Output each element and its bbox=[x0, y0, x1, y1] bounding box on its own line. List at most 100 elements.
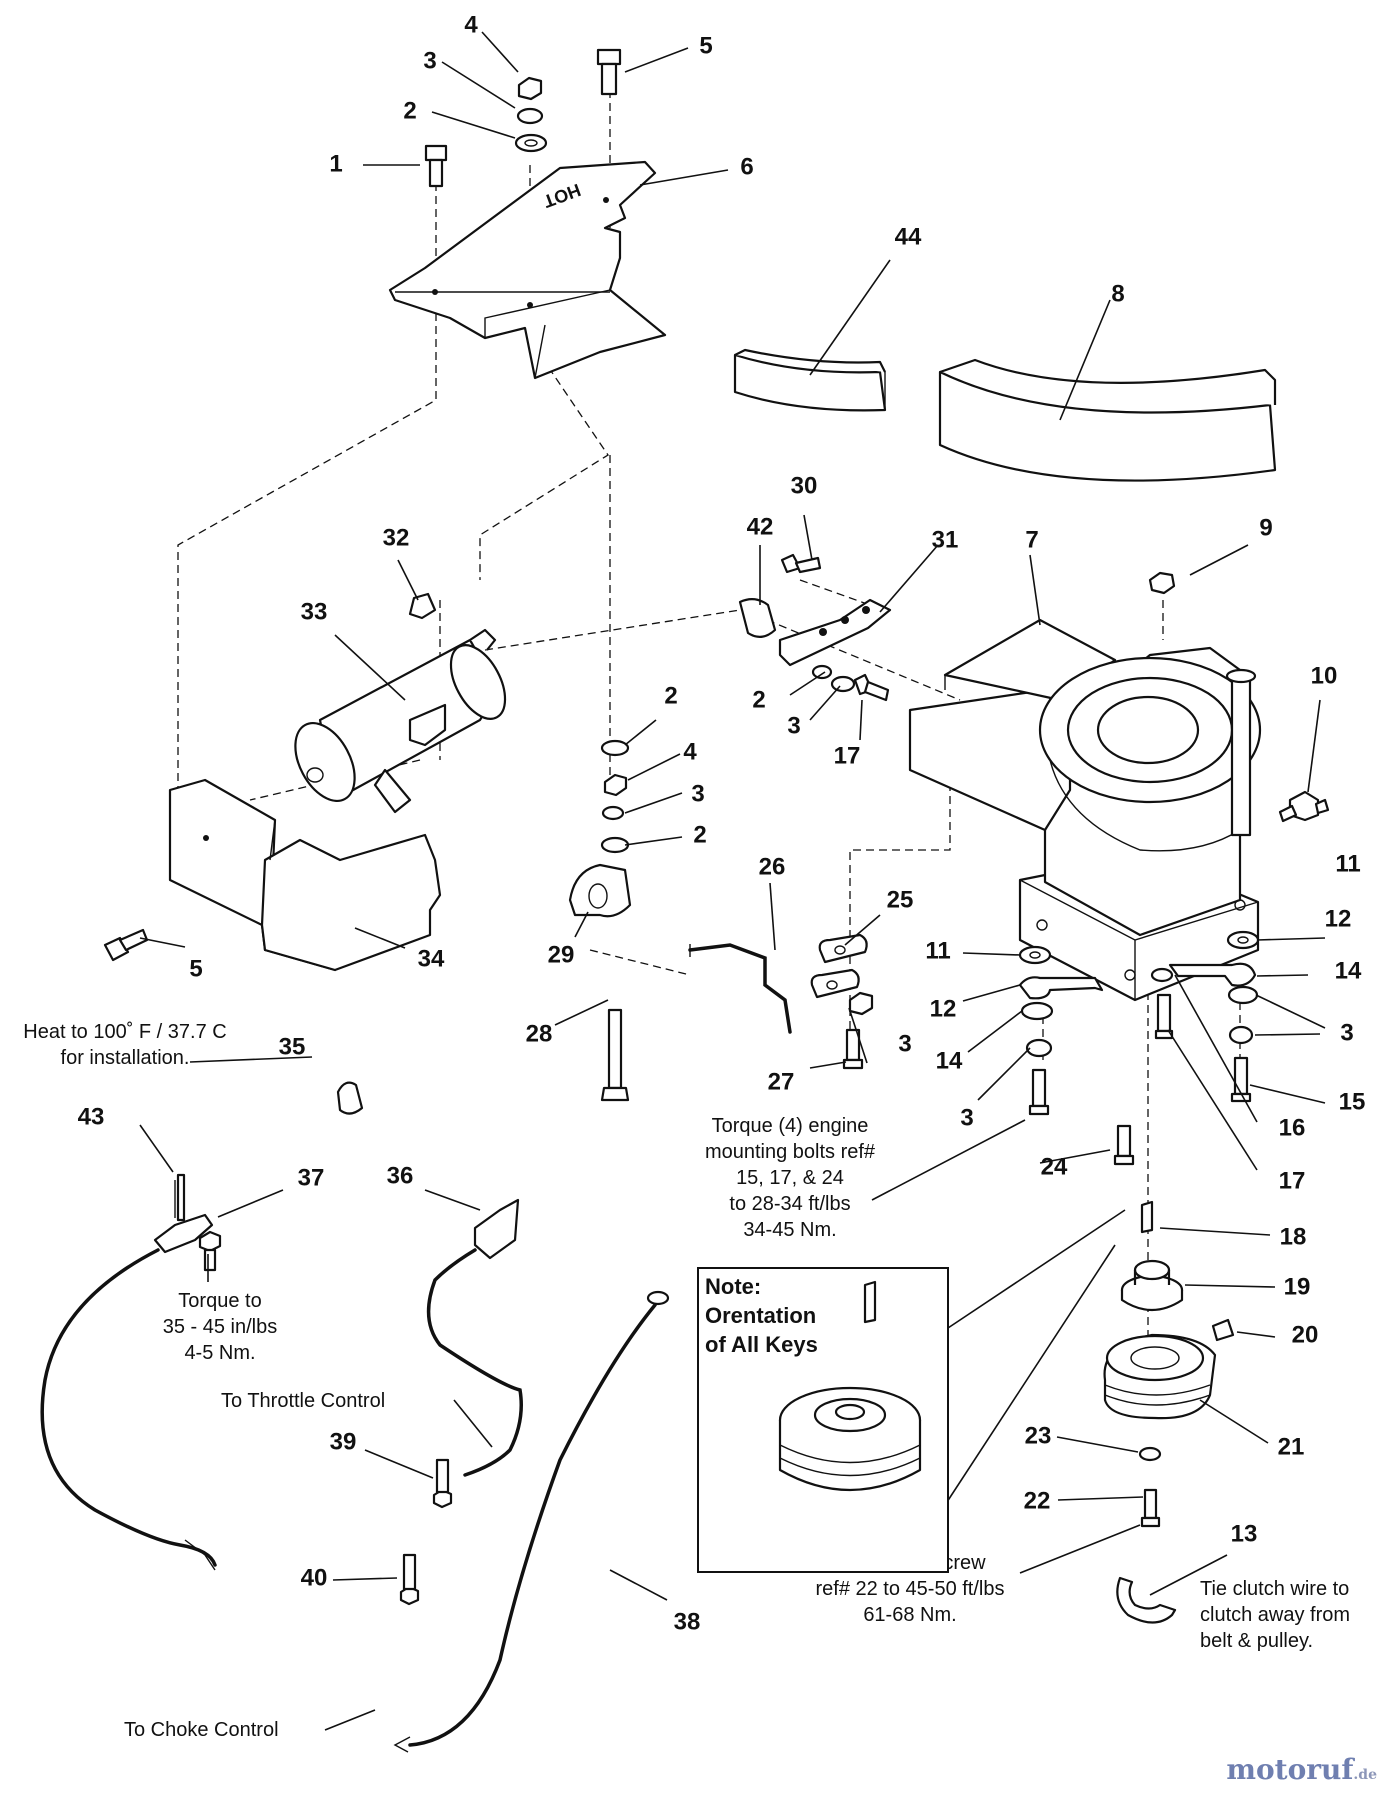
tie-wire-note: Tie clutch wire to clutch away from belt… bbox=[1200, 1576, 1350, 1654]
callout-29: 29 bbox=[548, 941, 575, 968]
foam-pad-large bbox=[938, 358, 1277, 482]
torque-in-lbs-line: 4-5 Nm. bbox=[184, 1342, 256, 1364]
callout-42: 42 bbox=[747, 513, 774, 540]
torque-mount-line: to 28-34 ft/lbs bbox=[729, 1193, 851, 1215]
callout-14: 14 bbox=[936, 1047, 963, 1074]
callout-39: 39 bbox=[330, 1428, 357, 1455]
watermark-logo: motoruf.de bbox=[1226, 1753, 1377, 1786]
callout-10: 10 bbox=[1311, 662, 1338, 689]
callout-12b: 12 bbox=[1325, 905, 1352, 932]
nut-icon bbox=[514, 76, 548, 153]
callout-21: 21 bbox=[1278, 1433, 1305, 1460]
callout-2b: 2 bbox=[664, 682, 677, 709]
callout-numbers: 1 2 3 4 5 6 44 8 30 42 31 7 9 10 32 33 2… bbox=[78, 11, 1366, 1635]
heat-note-line: Heat to 100˚ F / 37.7 C bbox=[23, 1021, 227, 1043]
callout-11b: 11 bbox=[1335, 850, 1360, 877]
callout-3c: 3 bbox=[787, 712, 800, 739]
callout-7: 7 bbox=[1025, 526, 1038, 553]
choke-control-note: To Choke Control bbox=[124, 1719, 279, 1741]
watermark-tld: .de bbox=[1353, 1767, 1377, 1783]
engine-bracket bbox=[738, 553, 892, 702]
callout-4b: 4 bbox=[683, 738, 697, 765]
callout-2c: 2 bbox=[693, 821, 706, 848]
mount-hardware-right bbox=[1150, 930, 1260, 1103]
clip-icon bbox=[408, 592, 437, 620]
callout-17: 17 bbox=[834, 742, 861, 769]
callout-23: 23 bbox=[1025, 1422, 1052, 1449]
foam-pad-small bbox=[733, 348, 887, 412]
callout-16: 16 bbox=[1279, 1114, 1306, 1141]
torque-in-lbs-line: 35 - 45 in/lbs bbox=[162, 1316, 278, 1338]
callout-34: 34 bbox=[418, 945, 445, 972]
engine bbox=[908, 618, 1262, 1002]
fuel-fitting bbox=[1278, 790, 1330, 823]
callout-27: 27 bbox=[768, 1068, 795, 1095]
leader-lines bbox=[139, 31, 1326, 1731]
tie-wire-line: Tie clutch wire to bbox=[1200, 1578, 1350, 1600]
callout-3d: 3 bbox=[960, 1104, 973, 1131]
tie-wire-line: belt & pulley. bbox=[1200, 1630, 1314, 1652]
callout-6: 6 bbox=[740, 153, 753, 180]
torque-mount-line: 34-45 Nm. bbox=[743, 1219, 837, 1241]
muffler-guard bbox=[168, 778, 442, 972]
heat-shield: HOT bbox=[388, 160, 667, 380]
choke-control-cable bbox=[393, 1290, 670, 1753]
bolt-icon bbox=[596, 48, 622, 96]
clutch-assembly bbox=[1103, 1200, 1235, 1528]
torque-mount-line: Torque (4) engine bbox=[711, 1115, 869, 1137]
torque-in-lbs-line: Torque to bbox=[178, 1290, 262, 1312]
tie-wire-line: clutch away from bbox=[1200, 1604, 1351, 1626]
tie-strap bbox=[1116, 1576, 1177, 1624]
callout-30: 30 bbox=[791, 472, 818, 499]
callout-3: 3 bbox=[423, 47, 436, 74]
torque-capscrew-line: 61-68 Nm. bbox=[863, 1604, 957, 1626]
callout-32: 32 bbox=[383, 524, 410, 551]
bolt-icon bbox=[424, 144, 448, 188]
callout-36: 36 bbox=[387, 1162, 414, 1189]
callout-15: 15 bbox=[1339, 1088, 1366, 1115]
callout-13: 13 bbox=[1231, 1520, 1258, 1547]
callout-24: 24 bbox=[1041, 1153, 1068, 1180]
torque-mount-line: 15, 17, & 24 bbox=[736, 1167, 844, 1189]
heat-note: Heat to 100˚ F / 37.7 C for installation… bbox=[10, 1019, 240, 1071]
throttle-control-note: To Throttle Control bbox=[221, 1390, 386, 1412]
callout-2: 2 bbox=[403, 97, 416, 124]
callout-12: 12 bbox=[930, 995, 957, 1022]
callout-25: 25 bbox=[887, 886, 914, 913]
callout-22: 22 bbox=[1024, 1487, 1051, 1514]
cap-icon bbox=[336, 1081, 364, 1115]
callout-20: 20 bbox=[1292, 1321, 1319, 1348]
orientation-line: Orentation bbox=[705, 1303, 817, 1328]
torque-mount-line: mounting bolts ref# bbox=[704, 1141, 876, 1163]
callout-19: 19 bbox=[1284, 1273, 1311, 1300]
callout-3f: 3 bbox=[898, 1030, 911, 1057]
torque-capscrew-line: ref# 22 to 45-50 ft/lbs bbox=[815, 1578, 1005, 1600]
callout-1: 1 bbox=[329, 150, 342, 177]
callout-3b: 3 bbox=[691, 780, 704, 807]
choke-cable-assembly bbox=[426, 1198, 523, 1477]
callout-37: 37 bbox=[298, 1164, 325, 1191]
callout-14b: 14 bbox=[1335, 957, 1362, 984]
callout-26: 26 bbox=[759, 853, 786, 880]
muffler bbox=[294, 628, 507, 814]
orientation-line: Note: bbox=[705, 1274, 762, 1299]
callout-28: 28 bbox=[526, 1020, 553, 1047]
throttle-cable-assembly bbox=[40, 1173, 222, 1571]
torque-in-lbs-note: Torque to 35 - 45 in/lbs 4-5 Nm. bbox=[140, 1288, 300, 1366]
callout-8: 8 bbox=[1111, 280, 1124, 307]
callout-9: 9 bbox=[1259, 514, 1272, 541]
orientation-line: of All Keys bbox=[705, 1332, 818, 1357]
bolt-icon bbox=[432, 1458, 453, 1509]
callout-38: 38 bbox=[674, 1608, 701, 1635]
callout-35: 35 bbox=[279, 1033, 306, 1060]
heat-note-line: for installation. bbox=[60, 1047, 190, 1069]
center-hardware-stack bbox=[568, 739, 632, 1102]
callout-44: 44 bbox=[895, 223, 922, 250]
callout-31: 31 bbox=[932, 526, 959, 553]
watermark-name: motoruf bbox=[1226, 1753, 1354, 1786]
callout-3e: 3 bbox=[1340, 1019, 1353, 1046]
link-rod bbox=[688, 933, 874, 1070]
torque-mount-note: Torque (4) engine mounting bolts ref# 15… bbox=[680, 1113, 900, 1243]
callout-11: 11 bbox=[925, 937, 950, 964]
callout-18: 18 bbox=[1280, 1223, 1307, 1250]
